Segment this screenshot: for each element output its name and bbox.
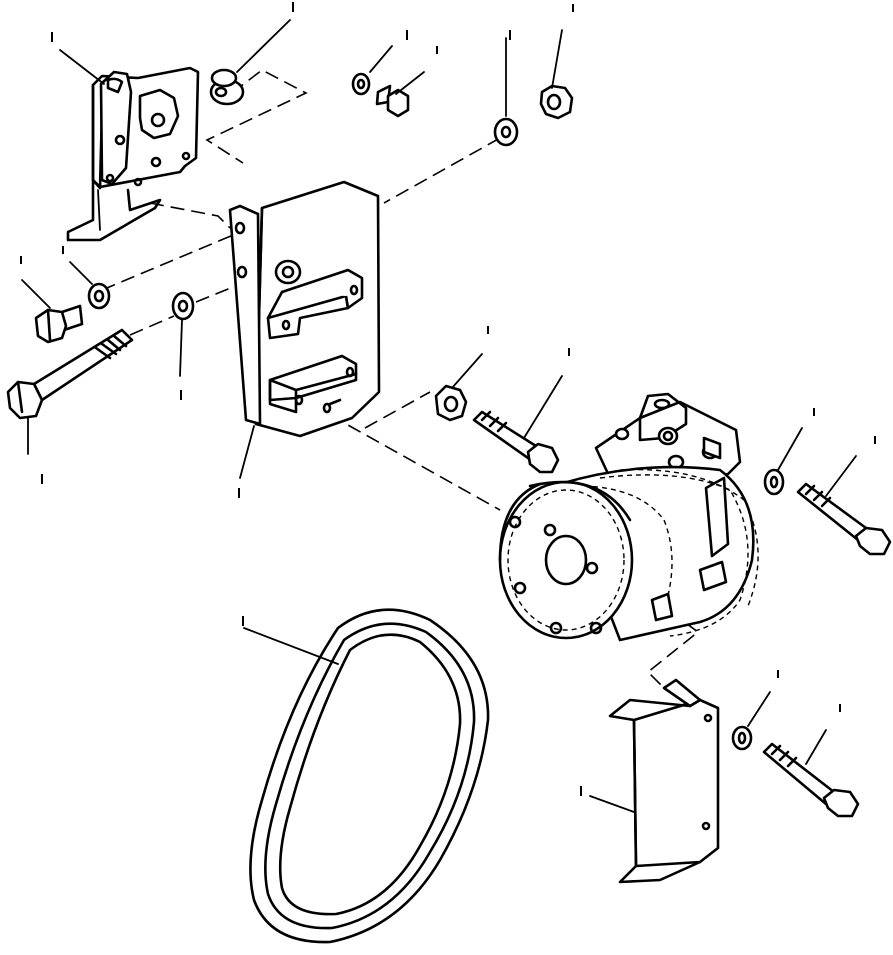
compressor-nut — [434, 384, 468, 422]
drive-belt — [249, 608, 490, 944]
right-bolt-lower — [762, 742, 860, 818]
right-washer-upper — [763, 468, 785, 496]
compressor-bolt — [472, 410, 560, 474]
callout-ticks — [20, 2, 876, 796]
upper-bracket — [66, 66, 200, 242]
hex-nut — [539, 84, 574, 120]
lock-washer — [493, 117, 519, 147]
compressor — [498, 392, 759, 642]
left-long-bolt — [6, 328, 134, 420]
lower-bracket — [608, 678, 720, 884]
left-washer-lower — [171, 291, 195, 321]
assembly-dashed-lines — [101, 69, 700, 691]
left-washer-upper — [87, 282, 111, 310]
small-bolt — [375, 84, 410, 118]
right-washer-lower — [731, 725, 753, 751]
adjusting-plate — [228, 180, 381, 438]
spacer-nut — [209, 68, 245, 106]
small-washer — [351, 72, 371, 96]
leader-lines — [21, 19, 857, 813]
left-short-bolt — [34, 304, 84, 344]
right-bolt-upper — [796, 482, 892, 556]
